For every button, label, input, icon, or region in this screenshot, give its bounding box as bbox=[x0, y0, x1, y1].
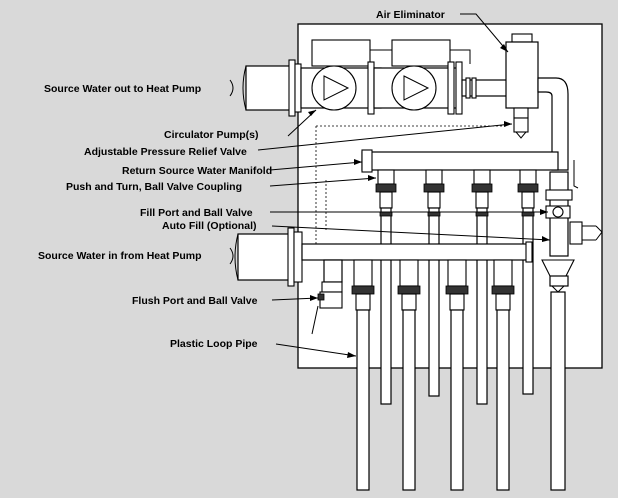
upper-loop-fittings bbox=[375, 169, 539, 405]
pressure-relief-valve bbox=[513, 117, 529, 139]
return-manifold bbox=[361, 149, 559, 173]
label-relief-valve: Adjustable Pressure Relief Valve bbox=[84, 146, 247, 158]
label-flush-port: Flush Port and Ball Valve bbox=[132, 295, 258, 307]
control-wiring bbox=[315, 125, 506, 250]
in-flow-curve bbox=[229, 247, 234, 265]
pump-cable bbox=[370, 49, 471, 64]
label-auto-fill: Auto Fill (Optional) bbox=[162, 220, 256, 232]
label-push-turn: Push and Turn, Ball Valve Coupling bbox=[66, 181, 242, 193]
out-flow-curve bbox=[229, 79, 234, 97]
lower-loop-fittings bbox=[351, 259, 566, 491]
source-in-pipe bbox=[234, 227, 303, 287]
leader-arrowheads bbox=[308, 44, 550, 358]
flush-port-ball-valve bbox=[311, 281, 343, 335]
label-air-eliminator: Air Eliminator bbox=[376, 9, 445, 21]
circulator-pump-left bbox=[300, 39, 382, 115]
fill-port-ball-valve bbox=[545, 160, 603, 257]
label-fill-port: Fill Port and Ball Valve bbox=[140, 207, 253, 219]
label-source-in: Source Water in from Heat Pump bbox=[38, 250, 202, 262]
circulator-pump-right bbox=[373, 39, 463, 115]
label-loop-pipe: Plastic Loop Pipe bbox=[170, 338, 258, 350]
label-circulator: Circulator Pump(s) bbox=[164, 129, 259, 141]
label-return-manifold: Return Source Water Manifold bbox=[122, 165, 272, 177]
source-out-pipe bbox=[242, 59, 302, 117]
auto-fill-valve bbox=[541, 259, 575, 293]
label-source-out: Source Water out to Heat Pump bbox=[44, 83, 201, 95]
